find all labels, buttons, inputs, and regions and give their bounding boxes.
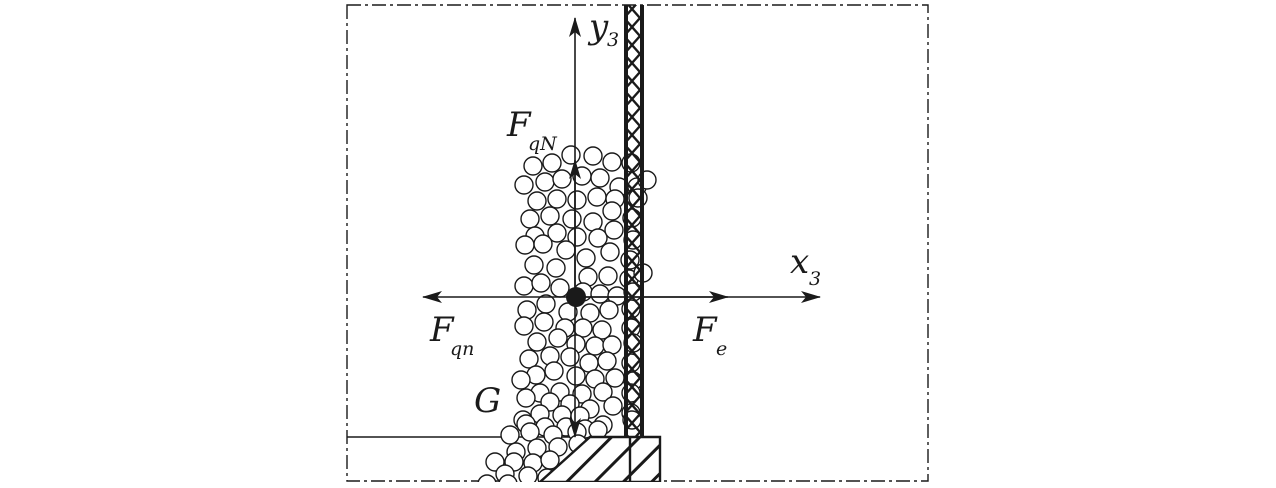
particle: [602, 335, 622, 355]
particle: [523, 156, 543, 176]
particle: [517, 300, 537, 320]
particle: [548, 328, 568, 348]
particle: [477, 474, 497, 482]
x-axis-subscript: 3: [809, 268, 821, 290]
particle: [534, 312, 554, 332]
particle: [562, 209, 582, 229]
particle: [498, 474, 518, 482]
particle: [514, 316, 534, 336]
particle: [567, 190, 587, 210]
particle: [561, 145, 581, 165]
particle: [520, 209, 540, 229]
particle: [583, 146, 603, 166]
particle: [527, 332, 547, 352]
particle: [500, 425, 520, 445]
centroid-dot: [566, 287, 586, 307]
particle: [527, 191, 547, 211]
particle: [556, 240, 576, 260]
force-qn-label: F: [429, 310, 455, 350]
particle: [514, 276, 534, 296]
particle: [583, 212, 603, 232]
particle: [535, 172, 555, 192]
particle: [590, 284, 610, 304]
particle: [599, 300, 619, 320]
particle: [514, 175, 534, 195]
particle: [585, 336, 605, 356]
particle: [592, 320, 612, 340]
particle: [566, 366, 586, 386]
particle: [597, 351, 617, 371]
particle: [531, 273, 551, 293]
y-axis-label: y: [587, 7, 609, 47]
particle: [524, 255, 544, 275]
particle: [600, 242, 620, 262]
particle: [547, 223, 567, 243]
boundary-frame: [346, 4, 929, 482]
particle: [511, 370, 531, 390]
particle: [515, 235, 535, 255]
particle: [533, 234, 553, 254]
particle: [546, 258, 566, 278]
particle: [603, 396, 623, 416]
particle: [540, 206, 560, 226]
particle: [590, 168, 610, 188]
cross-hatched-wall: [624, 5, 644, 437]
gravity-label: G: [474, 381, 501, 421]
particle: [544, 361, 564, 381]
particle: [604, 220, 624, 240]
hatched-base-block: [538, 435, 662, 482]
force-qn-subscript: qn: [450, 338, 474, 360]
particle: [587, 187, 607, 207]
particle: [598, 266, 618, 286]
particle: [560, 347, 580, 367]
force-e-label: F: [692, 310, 718, 350]
particle: [516, 388, 536, 408]
particle: [518, 466, 538, 482]
force-qN-label: F: [506, 105, 532, 145]
particle: [547, 189, 567, 209]
particle: [567, 227, 587, 247]
particle: [573, 318, 593, 338]
particle: [602, 152, 622, 172]
particle: [576, 248, 596, 268]
force-qN-subscript: qN: [528, 133, 558, 155]
particle: [519, 349, 539, 369]
y-axis-subscript: 3: [607, 29, 619, 51]
particle: [550, 278, 570, 298]
force-e-subscript: e: [716, 338, 727, 360]
particle: [593, 382, 613, 402]
particle: [552, 169, 572, 189]
particle: [520, 422, 540, 442]
particle: [542, 153, 562, 173]
particle: [588, 228, 608, 248]
particle: [602, 201, 622, 221]
x-axis-label: x: [790, 242, 809, 282]
